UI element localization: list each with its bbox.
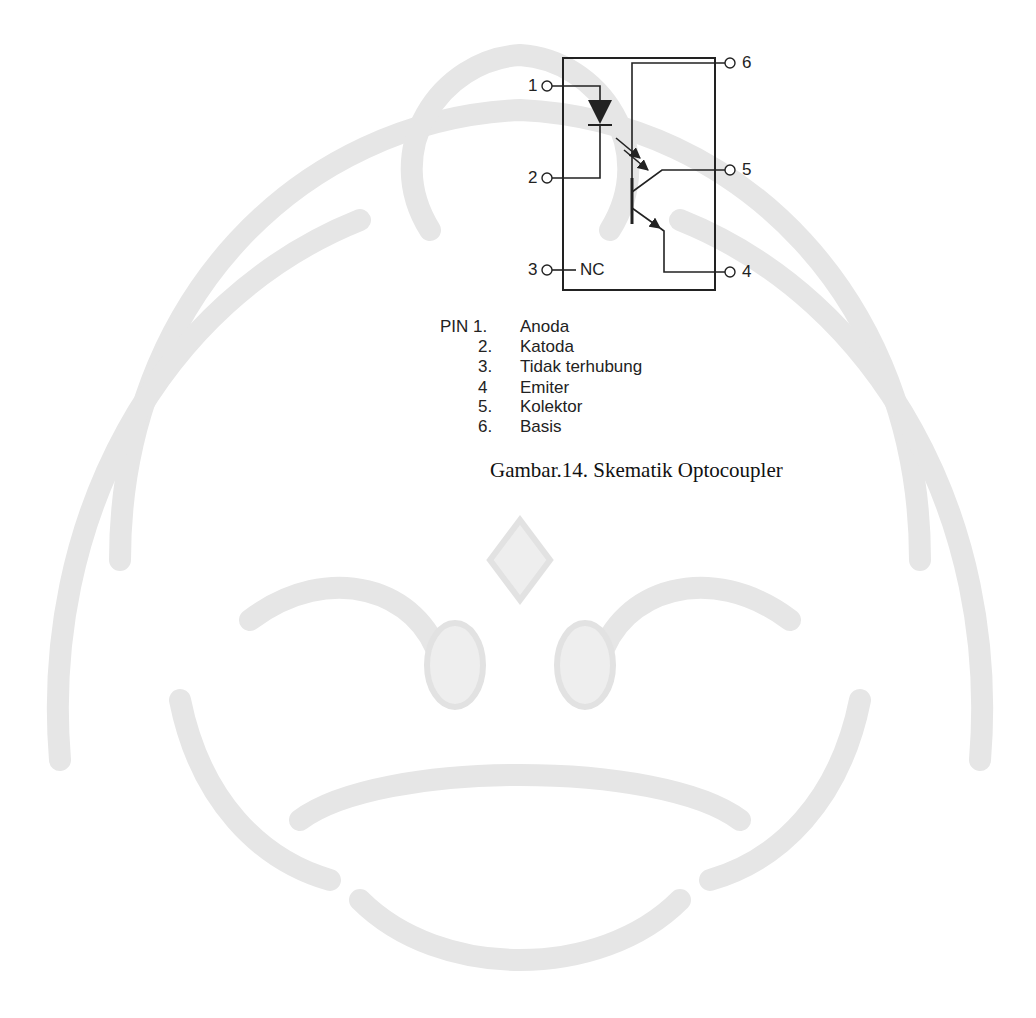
base-wire [632,63,725,180]
pin-index: 4 [478,378,487,398]
pin-name: Emiter [520,378,569,398]
diode-bar [588,124,612,126]
pin-number: 3 [528,260,537,280]
pin-number: 5 [742,160,751,180]
pin-name: Anoda [520,317,569,337]
nc-label: NC [580,260,605,280]
light-arrow [624,150,648,170]
pin-number: 1 [528,76,537,96]
cathode-wire [552,125,600,178]
pin-index: 2. [478,337,492,357]
base-bar [631,178,634,224]
watermark-fill [427,520,613,707]
package-outline [563,58,715,290]
pin-index: 3. [478,357,492,377]
pin-name: Basis [520,417,562,437]
nc-wire [552,269,576,271]
pin-name: Katoda [520,337,574,357]
pin-name: Tidak terhubung [520,357,642,377]
collector-wire [632,170,725,192]
pin-index: 6. [478,417,492,437]
watermark-shapes [58,55,982,960]
pin-circles [542,58,735,277]
emitter-arrow [632,208,660,228]
pin-index: 5. [478,397,492,417]
light-arrow [616,138,640,158]
pin-number: 6 [742,53,751,73]
pin-heading: PIN 1. [440,317,487,337]
anode-wire [552,86,600,100]
pin-name: Kolektor [520,397,582,417]
emitter-wire [660,228,725,272]
pin-number: 2 [528,168,537,188]
figure-caption: Gambar.14. Skematik Optocoupler [490,458,783,482]
led-triangle [588,100,612,124]
pin-number: 4 [742,262,751,282]
